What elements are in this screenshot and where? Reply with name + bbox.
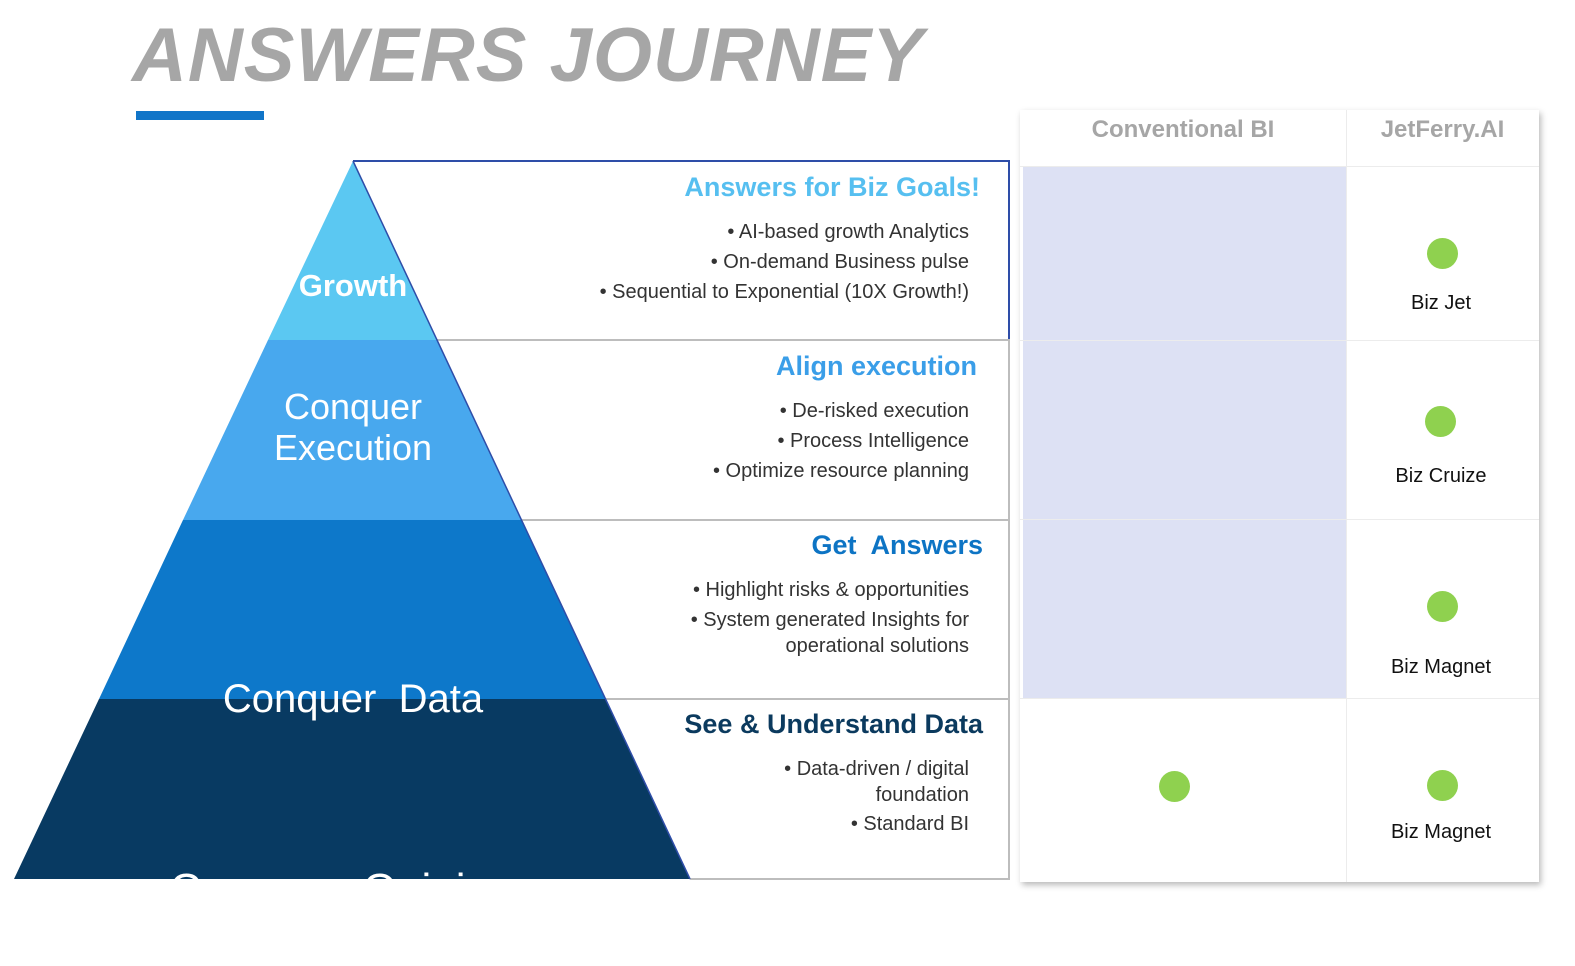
conventional-cell: [1023, 166, 1346, 340]
row-divider: [1020, 519, 1539, 520]
bullet-item: Sequential to Exponential (10X Growth!): [600, 277, 969, 307]
bullet-item-continuation: operational solutions: [785, 635, 969, 657]
tier-description-opinions: See & Understand Data Data-driven / digi…: [684, 709, 1007, 839]
tier-heading: Get Answers: [811, 530, 983, 560]
product-name: Biz Jet: [1410, 292, 1472, 314]
bullet-item: Optimize resource planning: [713, 456, 969, 486]
comparison-table: Conventional BI JetFerry.AI Biz Jet Biz …: [1020, 110, 1539, 882]
tier-heading: Align execution: [775, 351, 977, 381]
bullet-item: Process Intelligence: [713, 426, 969, 456]
tier-label-line: Execution: [273, 427, 433, 469]
row-divider: [1020, 166, 1539, 167]
pyramid-diagram: [14, 160, 1010, 880]
tier-description-data: Get Answers Highlight risks & opportunit…: [691, 530, 1007, 660]
tier-heading: See & Understand Data: [684, 709, 983, 739]
tier-label-line: Conquer: [283, 386, 423, 427]
bullet-list: Highlight risks & opportunities System g…: [691, 575, 969, 660]
column-header-conventional-bi: Conventional BI: [1091, 116, 1275, 143]
bullet-item: System generated Insights for: [691, 605, 969, 635]
check-dot-icon: [1427, 591, 1458, 622]
tier-label-line: Conquer Data: [222, 677, 484, 721]
conventional-cell: [1023, 520, 1346, 698]
product-name: Biz Magnet: [1390, 821, 1492, 843]
check-dot-icon: [1427, 770, 1458, 801]
product-name: Biz Cruize: [1395, 465, 1487, 487]
tier-label-line: Growth: [298, 268, 408, 303]
bullet-item: Standard BI: [684, 809, 969, 839]
bullet-list: Data-driven / digital foundation Standar…: [684, 754, 969, 839]
bullet-item: Highlight risks & opportunities: [691, 575, 969, 605]
bullet-list: AI-based growth Analytics On-demand Busi…: [600, 217, 969, 307]
tier-label-line: Conquer Opinions: [169, 865, 537, 915]
check-dot-icon: [1159, 771, 1190, 802]
product-name: Biz Magnet: [1390, 656, 1492, 678]
row-divider: [1020, 340, 1539, 341]
bullet-item-continuation: foundation: [875, 784, 969, 806]
bullet-item: On-demand Business pulse: [600, 247, 969, 277]
check-dot-icon: [1425, 406, 1456, 437]
bullet-list: De-risked execution Process Intelligence…: [713, 396, 969, 486]
tier-label-execution: Conquer Execution: [203, 386, 503, 469]
pyramid-tier-growth: [268, 161, 437, 340]
check-dot-icon: [1427, 238, 1458, 269]
tier-label-growth: Growth: [253, 268, 453, 304]
column-divider: [1346, 110, 1347, 882]
tier-label-opinions: Conquer Opinions: [103, 764, 603, 966]
row-divider: [1020, 698, 1539, 699]
tier-heading: Answers for Biz Goals!: [684, 172, 980, 202]
bullet-item: AI-based growth Analytics: [600, 217, 969, 247]
tier-description-execution: Align execution De-risked execution Proc…: [713, 351, 1007, 486]
column-header-jetferry: JetFerry.AI: [1380, 116, 1505, 143]
bullet-item: De-risked execution: [713, 396, 969, 426]
tier-label-data: Conquer Data: [153, 584, 553, 768]
conventional-cell: [1023, 341, 1346, 519]
tier-description-growth: Answers for Biz Goals! AI-based growth A…: [600, 172, 1007, 307]
title-underline: [136, 111, 264, 120]
bullet-item: Data-driven / digital: [684, 754, 969, 784]
page-title: ANSWERS JOURNEY: [132, 13, 924, 98]
